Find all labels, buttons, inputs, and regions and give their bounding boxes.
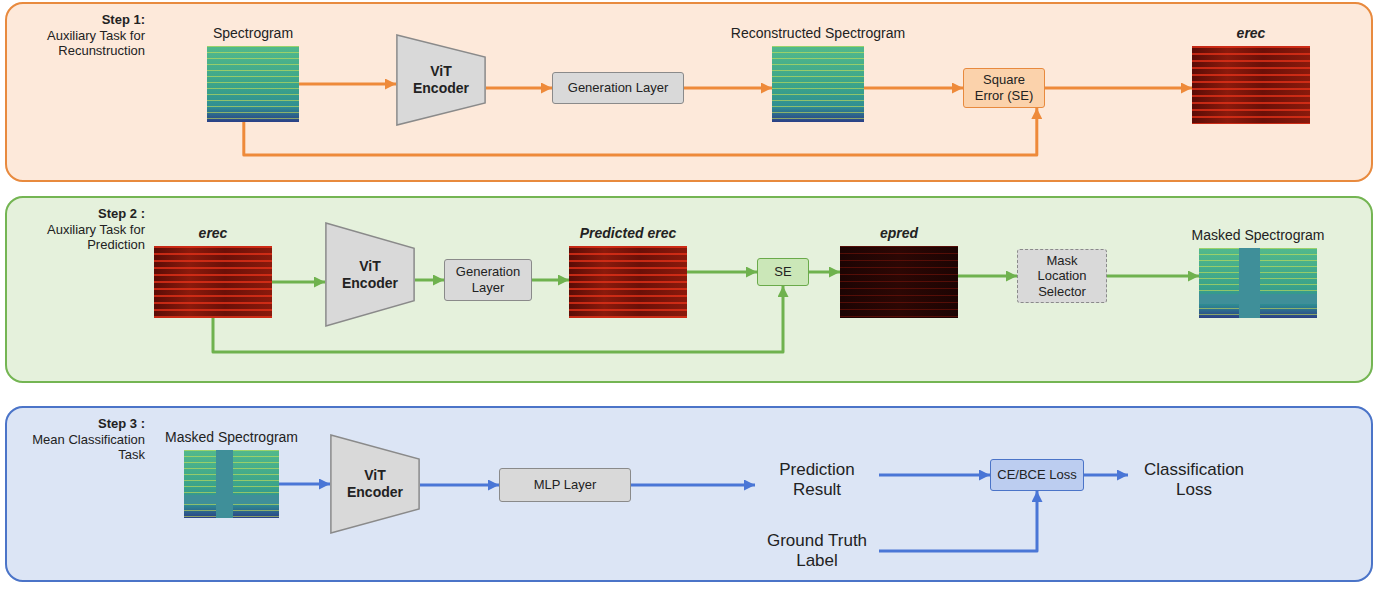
flow-arrow — [532, 279, 569, 282]
encoder-trapezoid: ViT Encoder — [325, 222, 415, 327]
panel-heading: Step 2 :Auxiliary Task for Prediction — [13, 206, 145, 253]
text-node: Classification Loss — [1128, 456, 1260, 505]
process-box: Generation Layer — [444, 259, 532, 301]
flow-arrow — [415, 279, 444, 282]
trapezoid-shape — [326, 223, 414, 326]
step-heading: Step 3 : — [13, 416, 145, 432]
flow-arrow — [684, 87, 772, 90]
node-label: Mask Location Selector — [1023, 253, 1101, 300]
text-node: Ground Truth Label — [755, 527, 879, 576]
process-box: Square Error (SE) — [963, 68, 1045, 108]
node-label: Generation Layer — [568, 80, 668, 96]
spectrogram-image: erec — [154, 246, 272, 318]
step-panel: Step 1:Auxiliary Task for Recunstruction… — [5, 2, 1373, 182]
mask-column — [216, 450, 233, 518]
text-node: Prediction Result — [755, 456, 879, 505]
panel-ground — [5, 2, 1373, 182]
process-box: CE/BCE Loss — [990, 459, 1084, 491]
image-label: Reconstructed Spectrogram — [731, 25, 905, 42]
image-label: Masked Spectrogram — [165, 429, 298, 446]
flow-arrow — [1107, 275, 1199, 278]
spectrogram-image: Masked Spectrogram — [1199, 248, 1317, 318]
node-label: Classification Loss — [1134, 460, 1254, 501]
flow-arrow — [958, 275, 1017, 278]
step-heading: Mean Classification Task — [13, 432, 145, 463]
spectrogram-image: erec — [1192, 46, 1310, 124]
node-label: Ground Truth Label — [761, 531, 873, 572]
flow-arrow — [299, 83, 396, 86]
spectrogram-image: Predicted erec — [569, 246, 687, 318]
flow-arrow — [272, 281, 325, 284]
panel-ground — [5, 196, 1373, 383]
node-label: SE — [774, 264, 791, 280]
step-heading: Auxiliary Task for Recunstruction — [13, 28, 145, 59]
node-label: ViT Encoder — [340, 467, 410, 501]
step-panel: Step 2 :Auxiliary Task for Predictionere… — [5, 196, 1373, 383]
flow-arrow — [486, 87, 552, 90]
process-box: Mask Location Selector — [1017, 249, 1107, 304]
image-label: Masked Spectrogram — [1191, 227, 1324, 244]
image-label: erec — [199, 225, 228, 242]
step-heading: Step 1: — [13, 12, 145, 28]
node-label: CE/BCE Loss — [997, 467, 1076, 483]
mask-column — [1239, 248, 1260, 318]
node-label: Generation Layer — [450, 264, 526, 295]
flow-arrow — [864, 87, 963, 90]
flow-arrow — [687, 271, 757, 274]
flow-arrow — [420, 484, 499, 487]
node-label: ViT Encoder — [335, 258, 405, 292]
image-label: Predicted erec — [580, 225, 677, 242]
image-label: Spectrogram — [213, 25, 293, 42]
flow-arrow — [1045, 87, 1192, 90]
step-heading: Auxiliary Task for Prediction — [13, 222, 145, 253]
mask-band — [184, 495, 279, 505]
mask-band — [1199, 294, 1317, 304]
image-label: erec — [1237, 25, 1266, 42]
encoder-trapezoid: ViT Encoder — [330, 434, 420, 534]
spectrogram-image: Masked Spectrogram — [184, 450, 279, 518]
encoder-trapezoid: ViT Encoder — [396, 34, 486, 126]
flow-arrow — [879, 474, 990, 477]
spectrogram-image: Reconstructed Spectrogram — [772, 46, 864, 122]
node-label: MLP Layer — [534, 477, 597, 493]
process-box: Generation Layer — [552, 72, 684, 104]
node-label: Prediction Result — [761, 460, 873, 501]
panel-ground — [5, 406, 1373, 582]
image-label: epred — [880, 225, 918, 242]
flow-arrow — [244, 108, 1037, 155]
flow-arrow — [1084, 474, 1128, 477]
step-heading: Step 2 : — [13, 206, 145, 222]
spectrogram-image: epred — [840, 246, 958, 318]
flow-arrow — [879, 491, 1037, 551]
trapezoid-shape — [331, 435, 419, 533]
process-box: SE — [757, 258, 809, 286]
panel-heading: Step 1:Auxiliary Task for Recunstruction — [13, 12, 145, 59]
spectrogram-image: Spectrogram — [207, 46, 299, 122]
process-box: MLP Layer — [499, 468, 631, 502]
flow-arrow — [809, 271, 840, 274]
node-label: ViT Encoder — [406, 63, 476, 97]
flow-arrow — [631, 484, 755, 487]
flow-arrow — [279, 483, 330, 486]
panel-heading: Step 3 :Mean Classification Task — [13, 416, 145, 463]
trapezoid-shape — [397, 35, 485, 125]
node-label: Square Error (SE) — [969, 72, 1039, 103]
step-panel: Step 3 :Mean Classification TaskMasked S… — [5, 406, 1373, 582]
